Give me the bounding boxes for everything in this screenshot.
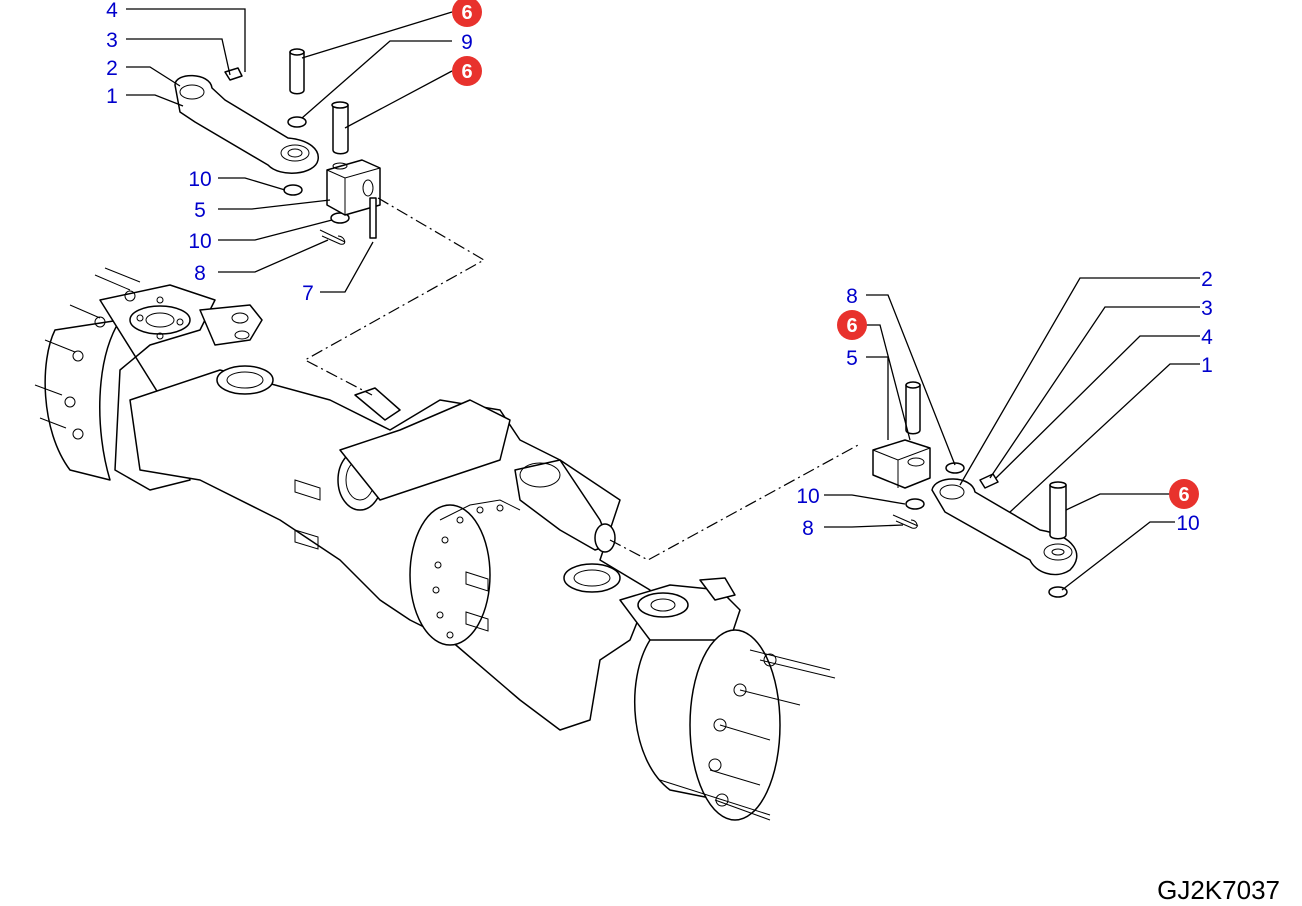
svg-text:6: 6 xyxy=(846,315,857,337)
cotter-pin-right xyxy=(892,514,919,529)
axle-housing xyxy=(129,369,651,731)
callout-8-right-b: 8 xyxy=(802,517,814,540)
drawing-code: GJ2K7037 xyxy=(1157,875,1280,905)
grease-fitting-right xyxy=(979,473,999,489)
callout-7: 7 xyxy=(302,282,314,305)
centerline-right xyxy=(609,443,861,561)
callout-8-right-a: 8 xyxy=(846,285,858,308)
callout-4-left: 4 xyxy=(106,0,118,22)
callout-10-right-b: 10 xyxy=(1176,512,1199,535)
leader-lines xyxy=(126,8,1200,591)
callout-5-left: 5 xyxy=(194,199,206,222)
callout-1-left: 1 xyxy=(106,85,118,108)
callout-3-left: 3 xyxy=(106,29,118,52)
centerline-left xyxy=(303,197,486,396)
callout-6-badge-a: 6 xyxy=(452,0,482,27)
differential-flange xyxy=(409,504,491,646)
callout-2-right: 2 xyxy=(1201,268,1213,291)
callout-8-left: 8 xyxy=(194,262,206,285)
callout-10-left-a: 10 xyxy=(188,168,211,191)
washer-10a xyxy=(283,184,303,196)
callout-1-right: 1 xyxy=(1201,354,1213,377)
callout-5-right: 5 xyxy=(846,347,858,370)
washer-9 xyxy=(287,116,307,128)
callout-10-left-b: 10 xyxy=(188,230,211,253)
right-steering-parts xyxy=(872,381,1078,598)
callout-labels: 4 3 2 1 6 9 6 10 5 10 8 7 8 6 5 10 8 2 3… xyxy=(106,0,1213,540)
pin-right-2 xyxy=(1049,484,1067,540)
washer-right-b xyxy=(905,498,925,510)
callout-9: 9 xyxy=(461,31,473,54)
left-steering-parts xyxy=(174,48,381,245)
callout-6-badge-c: 6 xyxy=(837,310,867,340)
grease-fitting-left xyxy=(224,67,243,81)
svg-text:6: 6 xyxy=(461,61,472,83)
washer-right-a xyxy=(945,462,965,474)
clevis-block-right xyxy=(872,439,931,489)
pin-right-1 xyxy=(905,384,921,435)
axle-assembly xyxy=(34,267,836,821)
callout-6-badge-b: 6 xyxy=(452,56,482,86)
svg-text:6: 6 xyxy=(461,2,472,24)
callout-3-right: 3 xyxy=(1201,297,1213,320)
callout-6-badge-d: 6 xyxy=(1169,479,1199,509)
bolt-7 xyxy=(369,197,377,239)
left-hub xyxy=(34,267,263,491)
pin-left-2 xyxy=(332,104,349,155)
svg-text:6: 6 xyxy=(1178,484,1189,506)
cotter-pin-left xyxy=(319,229,346,245)
clevis-block-left xyxy=(326,159,381,216)
pin-left-1 xyxy=(289,51,305,95)
callout-10-right-a: 10 xyxy=(796,485,819,508)
callout-4-right: 4 xyxy=(1201,326,1213,349)
callout-2-left: 2 xyxy=(106,57,118,80)
steering-arm-right xyxy=(931,478,1078,576)
